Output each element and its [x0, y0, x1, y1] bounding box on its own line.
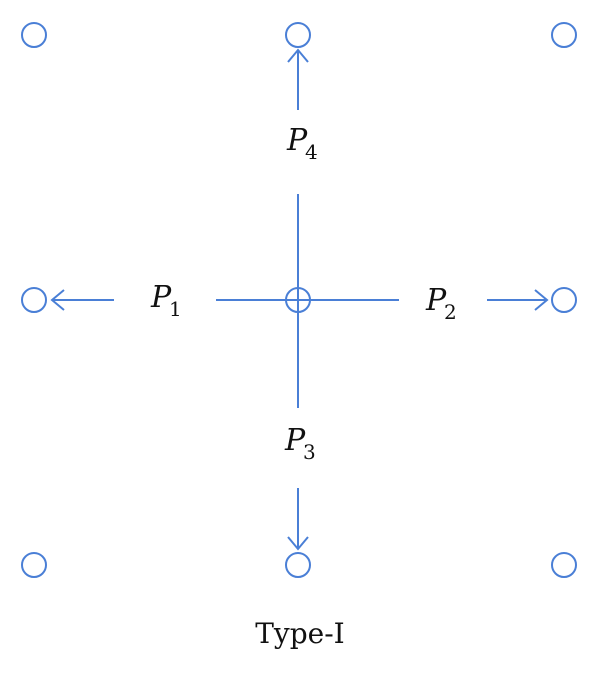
label-p3-main: P — [284, 423, 306, 458]
node-bottom-left — [21, 552, 47, 578]
node-bottom-right — [551, 552, 577, 578]
arrow-down-head — [287, 536, 309, 551]
node-middle-left — [21, 287, 47, 313]
diagram-caption: Type-I — [255, 617, 345, 650]
label-p1: P 1 — [150, 280, 182, 321]
arrow-left-head — [50, 289, 65, 311]
label-p3-subscript: 3 — [303, 440, 316, 464]
label-p1-main: P — [150, 280, 172, 315]
node-bottom-center — [285, 552, 311, 578]
node-top-center — [285, 22, 311, 48]
label-p4-main: P — [286, 123, 308, 158]
label-p1-subscript: 1 — [169, 297, 182, 321]
node-top-right — [551, 22, 577, 48]
label-p4: P 4 — [286, 123, 318, 164]
label-p3: P 3 — [284, 423, 316, 464]
label-p2-subscript: 2 — [444, 300, 457, 324]
label-p4-subscript: 4 — [305, 140, 318, 164]
arrow-right-head — [534, 289, 549, 311]
label-p2-main: P — [425, 283, 447, 318]
arrow-up-head — [287, 48, 309, 63]
label-p2: P 2 — [425, 283, 457, 324]
node-middle-right — [551, 287, 577, 313]
node-top-left — [21, 22, 47, 48]
